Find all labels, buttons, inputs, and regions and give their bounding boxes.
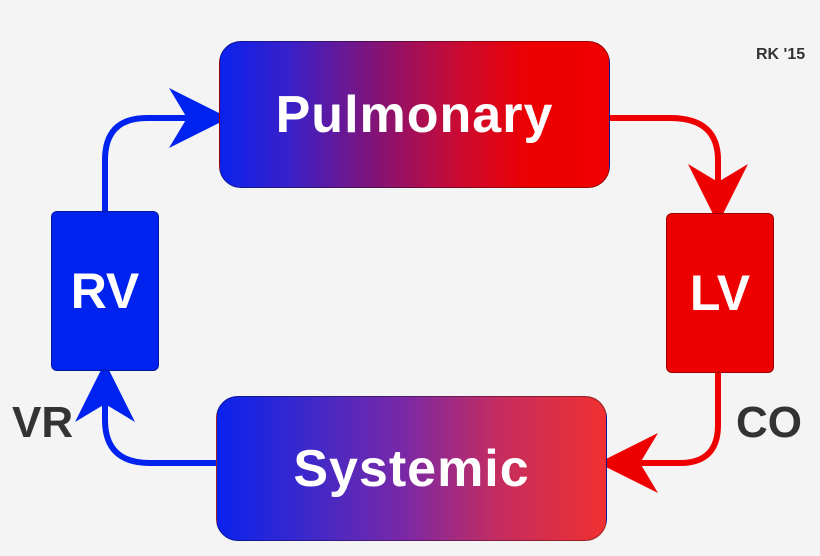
venous-return-label: VR [12, 398, 74, 447]
lv-label: LV [689, 265, 751, 321]
rv-label: RV [70, 263, 140, 319]
arrow-pulmonary-to-lv [610, 115, 748, 224]
arrow-lv-to-systemic [598, 373, 721, 493]
systemic-node: Systemic [216, 396, 607, 541]
pulmonary-node: Pulmonary [219, 41, 610, 188]
pulmonary-label: Pulmonary [275, 85, 554, 144]
arrow-rv-to-pulmonary [102, 88, 229, 211]
lv-node: LV [666, 213, 774, 373]
rv-node: RV [51, 211, 159, 371]
systemic-label: Systemic [293, 439, 530, 498]
arrow-systemic-to-rv [75, 362, 216, 466]
author-credit: RK '15 [756, 46, 806, 63]
cardiac-output-label: CO [736, 398, 802, 447]
